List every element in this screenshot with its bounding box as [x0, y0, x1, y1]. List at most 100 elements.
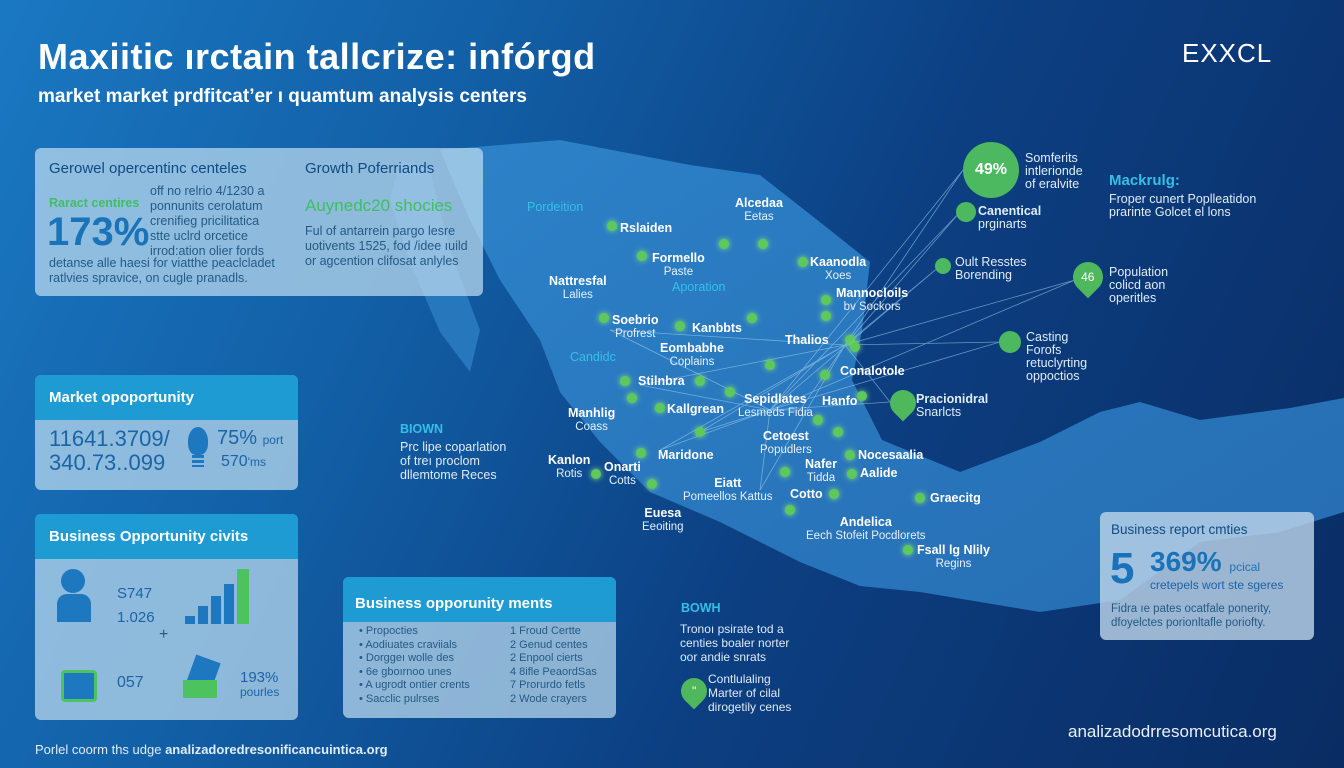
- location-dot: [798, 257, 808, 267]
- text-line: Canentical: [978, 204, 1042, 218]
- list-item: 2 Enpool cierts: [510, 652, 583, 664]
- list-item: • A ugrodt ontier crents: [359, 679, 470, 691]
- connection-line: [659, 409, 771, 451]
- location-dot: [599, 313, 609, 323]
- map-label-title: Thalios: [785, 333, 829, 347]
- map-label-title: Kallgrean: [667, 402, 724, 416]
- note-1-title: BIOWN: [400, 422, 444, 436]
- growth-green-right: Auynedc20 shocies: [305, 196, 453, 215]
- map-label-title: Rslaiden: [620, 221, 673, 235]
- text-line: dfoyelctes porionltafle poriofty.: [1111, 617, 1266, 629]
- market-sub: 570'ms: [221, 453, 266, 471]
- map-label-title: Manhlig: [568, 406, 616, 420]
- text-line: Fidra ıe pates ocatfale ponerity,: [1111, 603, 1272, 615]
- location-dot: [636, 448, 646, 458]
- connection-line: [699, 344, 846, 433]
- callout-3-marker: [935, 258, 951, 274]
- page-subtitle: market market prdfitcat’er ı quamtum ana…: [38, 86, 527, 107]
- list-item: 7 Prorurdo fetls: [510, 679, 586, 691]
- location-dot: [903, 545, 913, 555]
- text-line: centies boaler norter: [680, 636, 790, 650]
- list-item: • Dorggeı wolle des: [359, 652, 454, 664]
- sub-value: 570: [221, 453, 248, 470]
- map-label: Aalide: [860, 467, 898, 481]
- connection-line: [609, 329, 771, 411]
- text-line: dllemtome Reces: [400, 468, 497, 482]
- map-label-sub: Regins: [935, 558, 972, 570]
- location-dot: [675, 321, 685, 331]
- report-pct: 369% pcical: [1150, 546, 1260, 578]
- list-item: 1 Froud Certte: [510, 625, 581, 637]
- map-label-title: Sepidlates: [744, 392, 807, 406]
- map-label-title: Eiatt: [714, 476, 742, 490]
- text-line: Prc lipe coparlation: [400, 440, 507, 454]
- report-pct-unit: pcical: [1229, 560, 1261, 574]
- footer-link[interactable]: analizadoredresonificancuintica.org: [165, 742, 388, 757]
- map-label-sub: Profrest: [615, 328, 656, 340]
- location-dot: [820, 370, 830, 380]
- map-label-sub: Pomeellos Kattus: [683, 491, 773, 503]
- market-pct: 75% port: [217, 427, 283, 450]
- text-line: Somferits: [1025, 151, 1078, 165]
- connection-line: [769, 211, 961, 411]
- map-label-sub: Lalies: [562, 289, 593, 301]
- text-line: Marter of cilal: [708, 686, 781, 700]
- connection-line: [759, 409, 771, 491]
- pct-unit: port: [262, 433, 284, 447]
- text-line: colicd aon: [1109, 278, 1166, 292]
- market-value-2: 340.73..099: [49, 450, 166, 475]
- text-line: operitles: [1109, 291, 1157, 305]
- list-item: • 6e gboırnoo unes: [359, 665, 452, 678]
- growth-heading-right: Growth Poferriands: [305, 160, 435, 177]
- location-dot: [695, 427, 705, 437]
- map-label-sub: Paste: [663, 266, 694, 278]
- map-label: Kanbbts: [692, 322, 742, 336]
- text-line: oppoctios: [1026, 369, 1080, 383]
- text-line: Borending: [955, 268, 1012, 282]
- map-label-title: Andelica: [839, 515, 892, 529]
- text-line: Ful of antarrein pargo lesre: [305, 224, 456, 238]
- text-line: dirogetily cenes: [708, 700, 792, 714]
- map-label-title: Kanlon: [548, 453, 591, 467]
- tray-icon: [183, 680, 217, 698]
- brand-logo: EXXCL: [1182, 38, 1273, 68]
- person-body-icon: [57, 594, 91, 622]
- text-line: of eralvite: [1025, 177, 1080, 191]
- text-line: Population: [1109, 265, 1169, 279]
- map-label: Cotto: [790, 488, 823, 502]
- location-dot: [845, 450, 855, 460]
- location-dot: [780, 467, 790, 477]
- callout-2-marker: [956, 202, 976, 222]
- connection-line: [769, 401, 891, 411]
- connection-line: [844, 211, 961, 346]
- map-label-sub: Xoes: [825, 270, 852, 282]
- footer-right-url[interactable]: analizadodrresomcutica.org: [1068, 722, 1277, 741]
- ments-list-1: • Propocties• Aodiuates craviials• Dorgg…: [359, 625, 470, 706]
- map-label-title: Cetoest: [762, 429, 809, 443]
- growth-panel: Gerowel opercentinc centeles Raract cent…: [35, 148, 483, 296]
- map-label-sub: Eech Stofeit Pocdlorets: [806, 530, 926, 542]
- map-label-sub: bv Sockors: [843, 301, 901, 313]
- sub-unit: 'ms: [247, 455, 266, 469]
- map-label-title: Onarti: [604, 460, 641, 474]
- location-dot: [833, 427, 843, 437]
- list-item: • Aodiuates craviials: [359, 638, 458, 651]
- map-label: Thalios: [785, 334, 829, 348]
- map-label-sub: Rotis: [556, 468, 583, 480]
- location-dot: [915, 493, 925, 503]
- location-dot: [829, 489, 839, 499]
- map-label-sub: Lesmeds Fidia: [738, 407, 813, 419]
- plus-icon: +: [159, 626, 169, 643]
- text-line: prginarts: [978, 217, 1027, 231]
- location-dot: [813, 415, 823, 425]
